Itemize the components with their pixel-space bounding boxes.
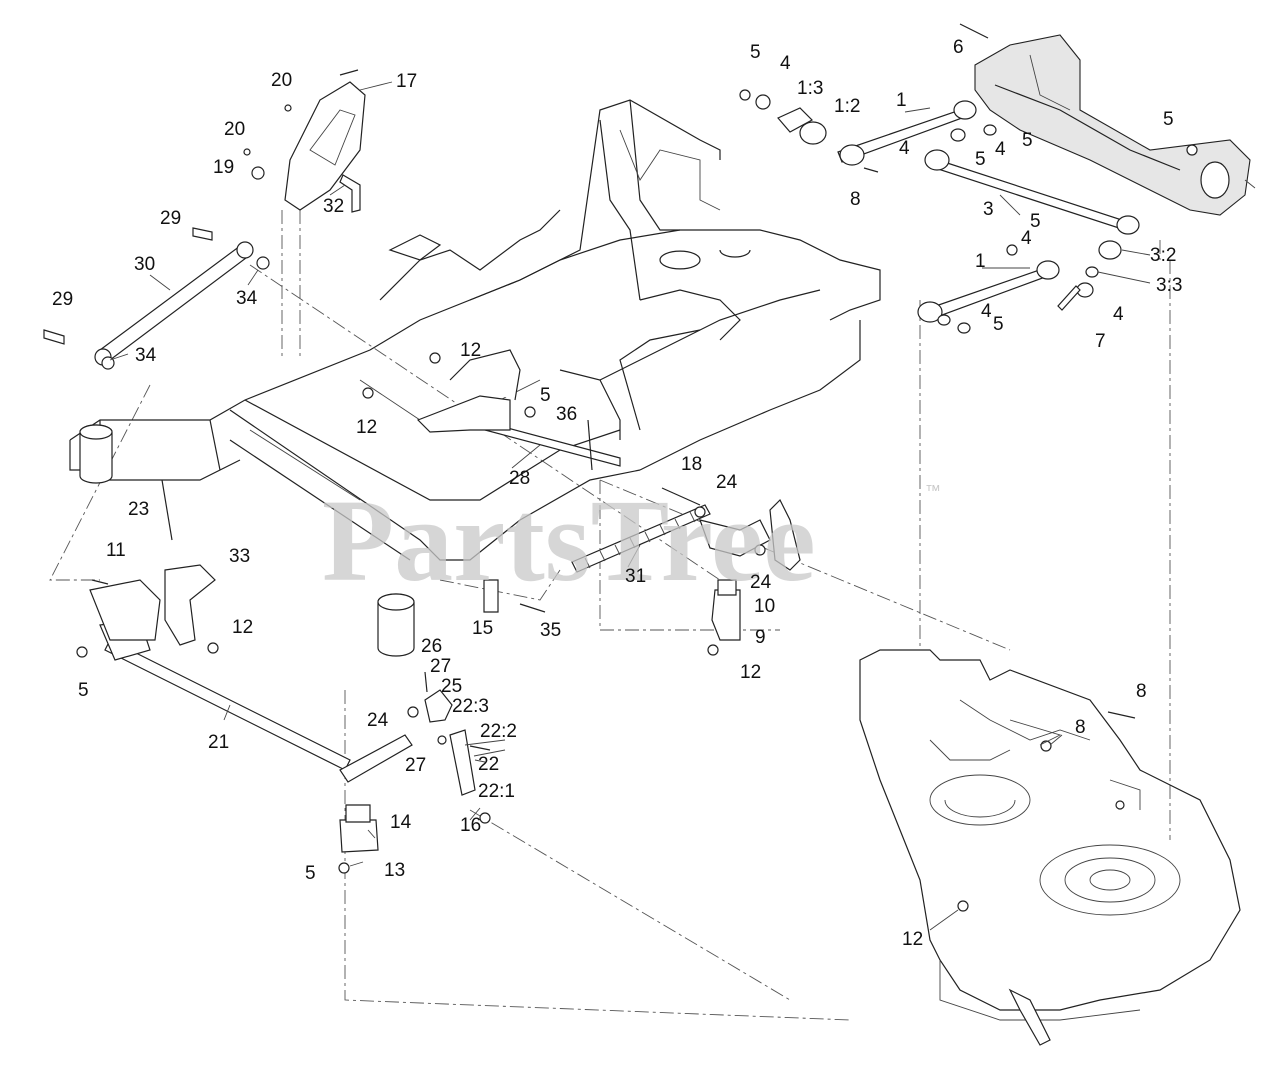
part-labels: 1 1 1:3 1:2 3 3:2 3:3 4 4 4 4 4 4 5 5 5 …: [52, 37, 1182, 950]
part-label: 24: [750, 572, 772, 593]
part-label: 32: [323, 196, 344, 217]
part-label: 12: [356, 417, 377, 438]
part-label: 33: [229, 546, 250, 567]
part-label: 1:2: [834, 96, 860, 117]
watermark: PartsTree: [322, 475, 816, 606]
part-label: 6: [953, 37, 964, 58]
part-label: 9: [755, 627, 766, 648]
part-label: 5: [540, 385, 551, 406]
caster-pivots: [79, 424, 415, 657]
fasteners: [76, 352, 1136, 912]
part-label: 20: [271, 70, 292, 91]
part-label: 4: [981, 301, 992, 322]
part-label: 4: [1021, 228, 1032, 249]
part-label: 27: [405, 755, 426, 776]
part-label: 16: [460, 815, 481, 836]
part-label: 8: [1136, 681, 1147, 702]
part-label: 13: [384, 860, 405, 881]
part-label: 12: [740, 662, 761, 683]
part-label: 31: [625, 566, 646, 587]
part-label: 26: [421, 636, 442, 657]
part-label: 15: [472, 618, 493, 639]
part-label: 8: [850, 189, 861, 210]
part-label: 19: [213, 157, 234, 178]
part-label: 3: [983, 199, 994, 220]
part-label: 5: [1022, 130, 1033, 151]
part-label: 5: [750, 42, 761, 63]
part-label: 8: [1075, 717, 1086, 738]
part-label: 25: [441, 676, 462, 697]
part-label: 24: [716, 472, 738, 493]
part-label: 29: [52, 289, 73, 310]
part-label: 10: [754, 596, 775, 617]
part-label: 24: [367, 710, 389, 731]
part-label: 30: [134, 254, 155, 275]
part-label: 28: [509, 468, 530, 489]
part-label: 5: [1030, 211, 1041, 232]
part-label: 5: [78, 680, 89, 701]
part-label: 34: [135, 345, 157, 366]
part-label: 3:2: [1150, 245, 1176, 266]
watermark-trademark: ™: [925, 483, 941, 500]
part-label: 17: [396, 71, 417, 92]
part-label: 34: [236, 288, 258, 309]
part-label: 3:3: [1156, 275, 1182, 296]
part-label: 7: [1095, 331, 1106, 352]
part-label: 4: [995, 139, 1006, 160]
mower-deck: [859, 649, 1241, 1046]
part-label: 4: [780, 53, 791, 74]
part-label: 5: [993, 314, 1004, 335]
part-label: 1: [975, 251, 986, 272]
part-label: 22: [478, 754, 499, 775]
part-label: 1: [896, 90, 907, 111]
part-label: 5: [1163, 109, 1174, 130]
link-arm: [43, 227, 270, 370]
part-label: 23: [128, 499, 149, 520]
part-label: 1:3: [797, 78, 823, 99]
part-label: 18: [681, 454, 702, 475]
part-label: 36: [556, 404, 577, 425]
part-label: 29: [160, 208, 181, 229]
part-label: 20: [224, 119, 245, 140]
part-label: 22:1: [478, 781, 515, 802]
part-label: 4: [1113, 304, 1124, 325]
shafts-and-springs: [89, 349, 801, 853]
part-label: 12: [460, 340, 481, 361]
part-label: 22:2: [480, 721, 517, 742]
part-label: 14: [390, 812, 412, 833]
part-label: 5: [305, 863, 316, 884]
control-bracket: [243, 69, 366, 213]
rear-mount-assembly: [739, 23, 1256, 334]
part-label: 11: [106, 540, 126, 561]
part-label: 5: [975, 149, 986, 170]
part-label: 4: [899, 138, 910, 159]
part-label: 21: [208, 732, 229, 753]
part-label: 12: [902, 929, 923, 950]
part-label: 27: [430, 656, 451, 677]
leader-lines: [109, 81, 1151, 931]
part-label: 12: [232, 617, 253, 638]
part-label: 35: [540, 620, 561, 641]
part-label: 22:3: [452, 696, 489, 717]
